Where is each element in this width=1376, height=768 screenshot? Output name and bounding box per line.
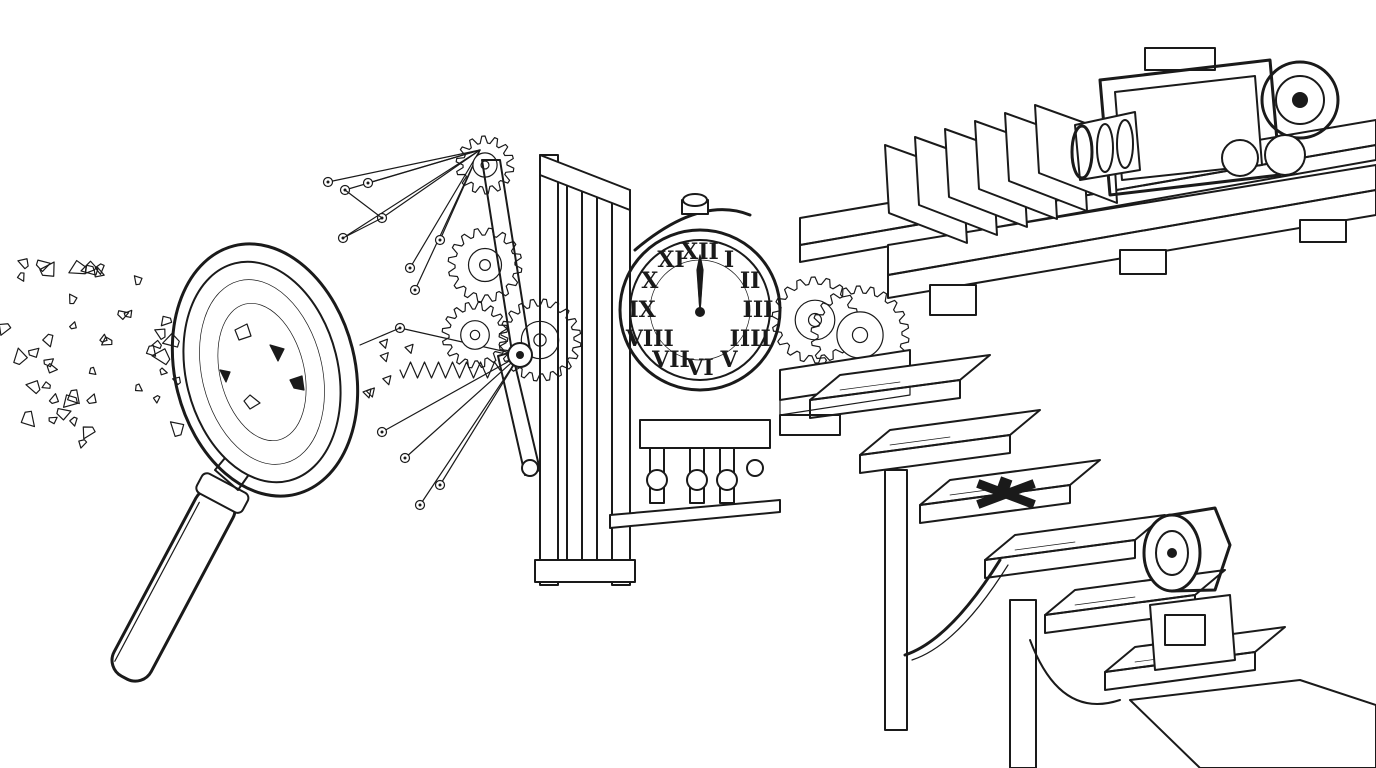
clock-numeral: XI [657,247,684,273]
cross-mark-icon [976,476,1036,509]
motor-icon [1142,506,1236,671]
clock-numeral: X [641,268,659,294]
support-post [884,469,1121,768]
clock-numeral: VIII [625,326,674,352]
clock-numeral: V [719,347,738,373]
magnifying-glass-icon [110,242,360,683]
clock-numeral: VII [651,347,690,373]
stair-step [984,514,1166,561]
card-stack [884,104,1118,244]
staircase [809,354,1376,768]
clock-numeral: II [740,268,761,294]
node-linkage-network [322,149,521,511]
gear-cluster [771,276,911,436]
gear-icon [441,301,509,369]
lever-gear-assembly [399,135,582,477]
stair-step [859,409,1041,456]
guide-frame [534,154,781,586]
clock-numeral: IIII [730,326,771,352]
camera-icon [1070,47,1340,197]
clock-numeral: I [724,247,734,273]
clock-numeral: IX [628,297,656,323]
clock-numeral: VI [685,355,713,381]
clock-numeral: III [743,297,774,323]
gear-icon [447,227,523,303]
